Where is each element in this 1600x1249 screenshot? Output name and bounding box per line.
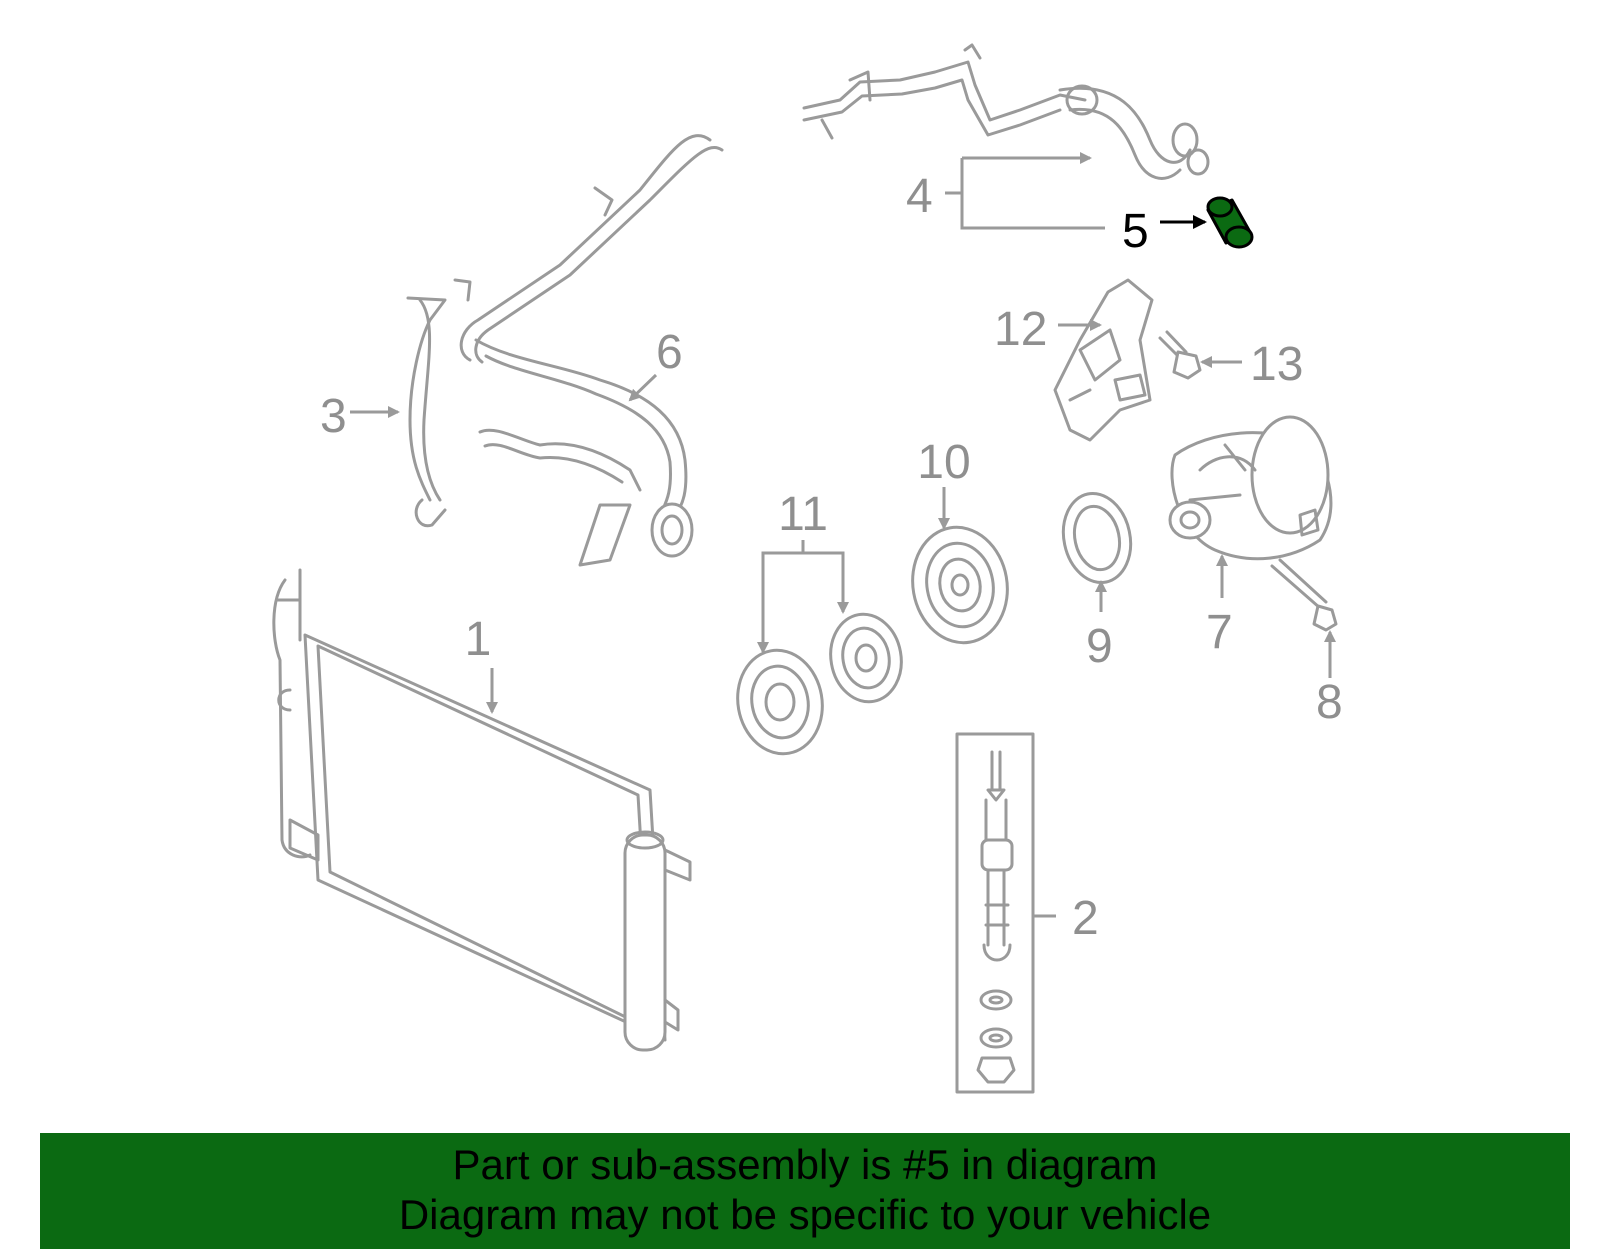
- condenser-part[interactable]: [272, 568, 692, 1052]
- callout-13: 13: [1200, 338, 1303, 391]
- callout-label-3: 3: [320, 390, 347, 443]
- callout-label-7: 7: [1206, 606, 1233, 659]
- bracket-bolt-part[interactable]: [1158, 330, 1202, 380]
- callout-label-5: 5: [1122, 205, 1149, 258]
- callout-label-6: 6: [656, 326, 683, 379]
- callout-2: 2: [1033, 892, 1099, 945]
- callout-8: 8: [1316, 630, 1343, 729]
- info-banner: Part or sub-assembly is #5 in diagram Di…: [40, 1133, 1570, 1249]
- callout-7: 7: [1206, 554, 1233, 659]
- highlighted-part-5[interactable]: [1206, 196, 1254, 249]
- callout-9: 9: [1086, 580, 1113, 673]
- pulley-part[interactable]: [904, 520, 1017, 651]
- callout-label-9: 9: [1086, 620, 1113, 673]
- callout-4: 4: [906, 152, 1105, 230]
- callout-label-10: 10: [917, 436, 970, 489]
- hose-assembly-part[interactable]: [802, 43, 1210, 180]
- callout-5: 5: [1122, 205, 1207, 258]
- callout-11: 11: [757, 488, 849, 654]
- callout-6: 6: [628, 326, 683, 402]
- field-coil-part[interactable]: [1055, 487, 1138, 589]
- callout-12: 12: [994, 303, 1102, 356]
- callout-label-4: 4: [906, 170, 933, 223]
- suction-hose-part[interactable]: [474, 338, 694, 567]
- callout-label-13: 13: [1250, 338, 1303, 391]
- clutch-hub-part[interactable]: [730, 609, 909, 761]
- compressor-part[interactable]: [1168, 415, 1333, 561]
- compressor-bolt-part[interactable]: [1270, 558, 1338, 632]
- callout-3: 3: [320, 390, 400, 443]
- callout-label-12: 12: [994, 303, 1047, 356]
- banner-line-part-number: Part or sub-assembly is #5 in diagram: [452, 1141, 1158, 1188]
- callout-label-11: 11: [778, 488, 828, 541]
- callout-10: 10: [917, 436, 971, 530]
- callout-label-8: 8: [1316, 676, 1343, 729]
- banner-line-disclaimer: Diagram may not be specific to your vehi…: [398, 1191, 1212, 1238]
- mounting-bracket-part[interactable]: [1053, 278, 1154, 442]
- callout-label-1: 1: [465, 613, 492, 666]
- liquid-line-part[interactable]: [406, 134, 724, 528]
- callout-1: 1: [465, 613, 498, 714]
- callout-label-2: 2: [1072, 892, 1099, 945]
- orifice-tube-kit-part[interactable]: [955, 732, 1035, 1094]
